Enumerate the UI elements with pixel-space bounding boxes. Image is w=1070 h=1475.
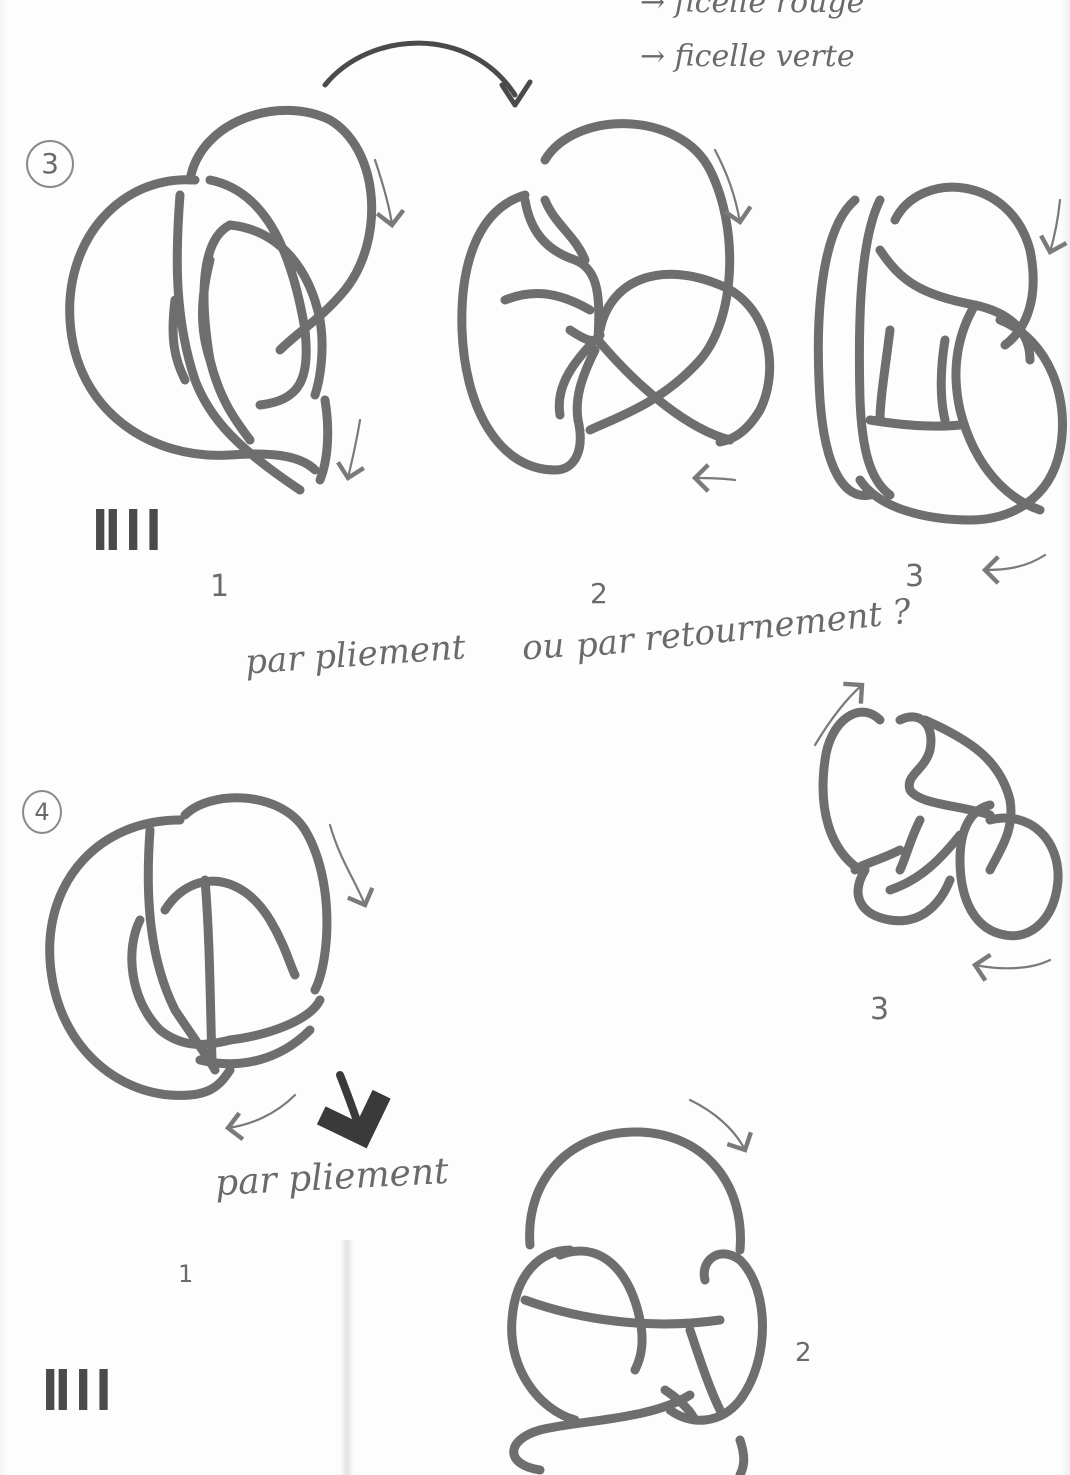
section-3-label-3: 3 xyxy=(905,562,924,592)
arrow-3-1-top xyxy=(375,160,392,225)
section-4-label-1: 1 xyxy=(178,1262,193,1286)
section-4-label-3: 3 xyxy=(870,995,889,1025)
knot-4-1 xyxy=(50,798,327,1096)
arrow-3-3-top xyxy=(1050,200,1060,252)
note-green-string: → ficelle verte xyxy=(640,42,855,72)
arrow-4-1-down xyxy=(340,1075,362,1135)
section-3-marker: 3 xyxy=(26,140,74,188)
section-3-caption-ou: ou xyxy=(521,629,566,666)
knot-3-2 xyxy=(462,124,770,470)
arrow-3-3-bottom xyxy=(985,555,1045,570)
transform-arrow xyxy=(325,43,515,95)
arrow-3-1-bottom xyxy=(348,420,360,478)
knot-4-3 xyxy=(823,712,1058,936)
knot-3-3 xyxy=(818,187,1062,520)
arrow-3-2-bottom xyxy=(695,478,735,480)
section-3-tally: ǁǀǀ xyxy=(92,505,166,549)
section-4-tally: ǁǀǀ xyxy=(42,1365,116,1409)
arrow-4-3-bottom xyxy=(975,960,1050,968)
note-red-string: → ficelle rouge xyxy=(640,0,864,18)
section-4-label-2: 2 xyxy=(795,1340,812,1366)
knot-4-2 xyxy=(512,1132,763,1475)
arrow-4-1-bottom xyxy=(228,1095,295,1128)
arrow-4-2-top xyxy=(690,1100,745,1150)
section-3-label-1: 1 xyxy=(210,572,229,602)
section-3-label-2: 2 xyxy=(590,580,608,608)
knot-3-1 xyxy=(70,110,372,490)
section-4-marker: 4 xyxy=(22,790,62,834)
arrow-4-1-right xyxy=(330,825,365,905)
